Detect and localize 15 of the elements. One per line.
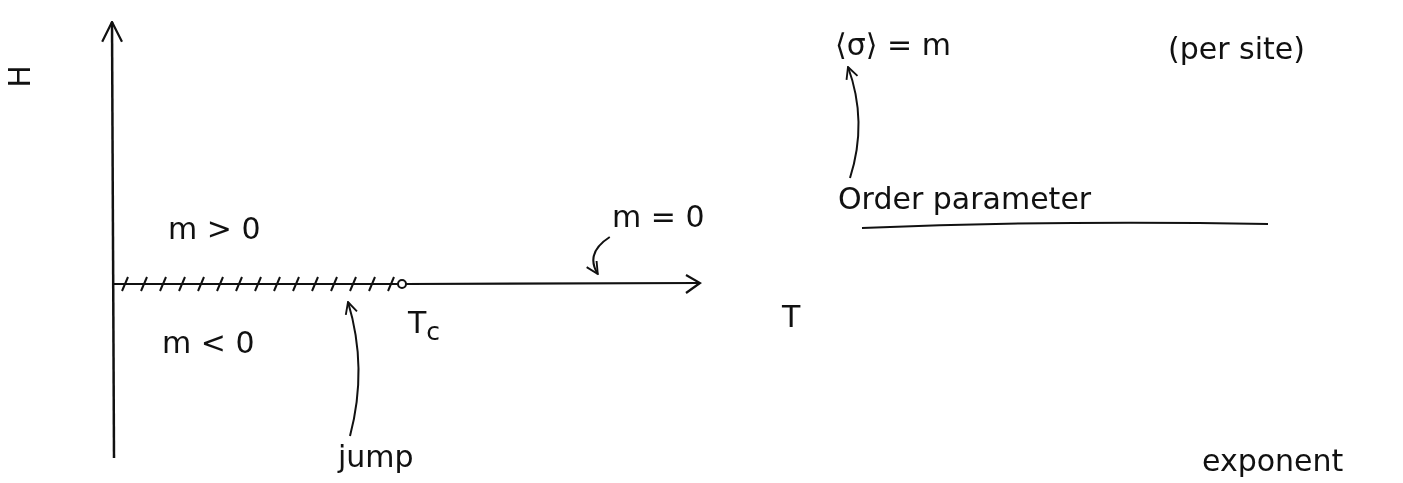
leader-arrow bbox=[586, 236, 611, 275]
point-label: T$_{c}$ bbox=[408, 306, 441, 346]
axis-label: H bbox=[2, 65, 36, 88]
region-label: m = 0 bbox=[612, 200, 705, 233]
leader-arrow bbox=[344, 301, 360, 437]
annotation-text: (per site) bbox=[1168, 32, 1305, 65]
leader-arrow bbox=[845, 66, 860, 179]
annotation-text: jump bbox=[338, 440, 414, 473]
axis-line bbox=[406, 272, 702, 296]
region-label: m > 0 bbox=[168, 212, 261, 245]
region-label: m < 0 bbox=[162, 326, 255, 359]
annotation-text: exponent bbox=[1202, 444, 1344, 477]
formula-text: ⟨σ⟩ = m bbox=[835, 28, 951, 61]
axis-label: T bbox=[782, 300, 801, 333]
annotation-text: Order parameter bbox=[838, 182, 1092, 215]
